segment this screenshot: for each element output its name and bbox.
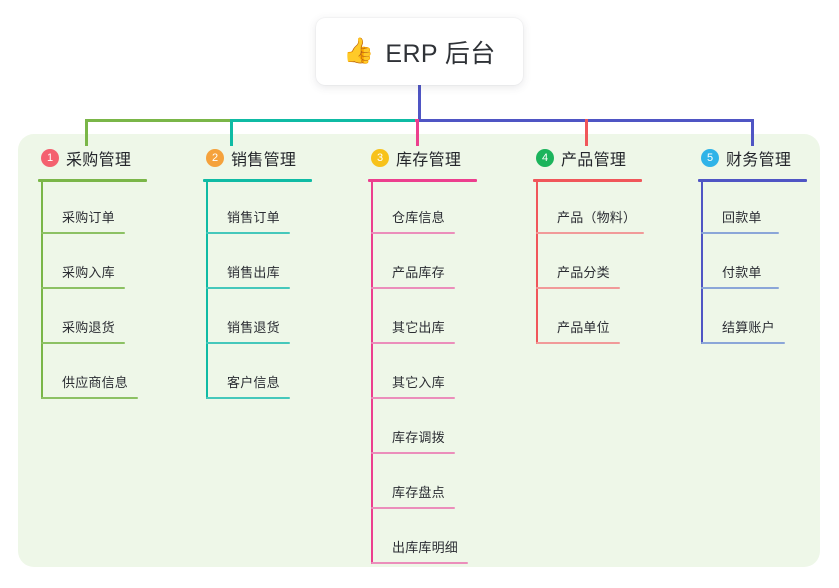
- leaf-item-rule: [371, 507, 455, 509]
- leaf-item-rule: [41, 232, 125, 234]
- branch-index-badge: 2: [206, 149, 224, 167]
- branch-index-badge: 4: [536, 149, 554, 167]
- leaf-item-rule: [371, 232, 455, 234]
- root-node-card[interactable]: 👍 ERP 后台: [316, 18, 523, 85]
- branch-header-rule: [698, 179, 807, 182]
- leaf-item-label: 采购入库: [62, 265, 115, 280]
- branch-header-inventory[interactable]: 3 库存管理: [368, 146, 461, 170]
- leaf-item[interactable]: 付款单: [701, 261, 799, 289]
- branch-header-finance[interactable]: 5 财务管理: [698, 146, 791, 170]
- branch-header-rule: [38, 179, 147, 182]
- leaf-item[interactable]: 销售订单: [206, 206, 310, 234]
- diagram-background-panel: [18, 134, 820, 567]
- thumbs-up-icon: 👍: [343, 37, 375, 65]
- leaf-item-rule: [536, 287, 620, 289]
- leaf-item-rule: [206, 397, 290, 399]
- leaf-item-rule: [701, 232, 779, 234]
- branch-title: 销售管理: [231, 152, 297, 169]
- leaf-item-rule: [206, 232, 290, 234]
- leaf-item[interactable]: 采购退货: [41, 316, 145, 344]
- branch-trunk-line: [536, 179, 538, 344]
- leaf-item[interactable]: 销售退货: [206, 316, 310, 344]
- leaf-item[interactable]: 结算账户: [701, 316, 805, 344]
- branch-index-badge: 1: [41, 149, 59, 167]
- branch-header-rule: [368, 179, 477, 182]
- branch-title: 库存管理: [396, 152, 462, 169]
- leaf-item[interactable]: 销售出库: [206, 261, 310, 289]
- leaf-item[interactable]: 产品单位: [536, 316, 640, 344]
- leaf-item-label: 仓库信息: [392, 210, 445, 225]
- branch-column-product: 4 产品管理产品（物料） 产品分类产品单位: [533, 146, 644, 344]
- branch-header-rule: [533, 179, 642, 182]
- leaf-item-label: 产品（物料）: [557, 210, 637, 225]
- leaf-item-rule: [206, 287, 290, 289]
- leaf-item-rule: [536, 342, 620, 344]
- branch-trunk-line: [371, 179, 373, 564]
- leaf-item[interactable]: 库存调拨: [371, 426, 475, 454]
- leaf-item[interactable]: 采购订单: [41, 206, 145, 234]
- branch-header-rule: [203, 179, 312, 182]
- leaf-item-rule: [206, 342, 290, 344]
- branch-title: 采购管理: [66, 152, 132, 169]
- branch-column-purchase: 1 采购管理采购订单采购入库采购退货供应商信息: [38, 146, 147, 399]
- branch-index-badge: 5: [701, 149, 719, 167]
- leaf-item[interactable]: 回款单: [701, 206, 799, 234]
- leaf-item[interactable]: 产品分类: [536, 261, 640, 289]
- branch-column-sales: 2 销售管理销售订单销售出库销售退货客户信息: [203, 146, 312, 399]
- leaf-item-rule: [371, 562, 468, 564]
- leaf-item[interactable]: 仓库信息: [371, 206, 475, 234]
- leaf-item[interactable]: 其它出库: [371, 316, 475, 344]
- leaf-item-label: 产品单位: [557, 320, 610, 335]
- branch-trunk-line: [701, 179, 703, 344]
- leaf-item-label: 销售订单: [227, 210, 280, 225]
- branch-title: 产品管理: [561, 152, 627, 169]
- branch-trunk-line: [41, 179, 43, 399]
- leaf-item[interactable]: 产品库存: [371, 261, 475, 289]
- leaf-item-label: 其它出库: [392, 320, 445, 335]
- leaf-item[interactable]: 供应商信息: [41, 371, 158, 399]
- leaf-item-label: 采购退货: [62, 320, 115, 335]
- leaf-item-label: 出库库明细: [392, 540, 459, 555]
- leaf-item-rule: [41, 287, 125, 289]
- leaf-item-label: 库存调拨: [392, 430, 445, 445]
- leaf-item-rule: [536, 232, 644, 234]
- leaf-item[interactable]: 产品（物料）: [536, 206, 664, 234]
- leaf-item-label: 销售出库: [227, 265, 280, 280]
- leaf-item-label: 采购订单: [62, 210, 115, 225]
- leaf-item[interactable]: 客户信息: [206, 371, 310, 399]
- leaf-item-rule: [371, 452, 455, 454]
- leaf-item-rule: [41, 342, 125, 344]
- branch-header-product[interactable]: 4 产品管理: [533, 146, 626, 170]
- leaf-item[interactable]: 出库库明细: [371, 536, 488, 564]
- leaf-item[interactable]: 库存盘点: [371, 481, 475, 509]
- branch-column-finance: 5 财务管理回款单付款单结算账户: [698, 146, 807, 344]
- leaf-item-rule: [701, 287, 779, 289]
- branch-index-badge: 3: [371, 149, 389, 167]
- root-node-title: ERP 后台: [385, 39, 496, 68]
- leaf-item-rule: [371, 397, 455, 399]
- leaf-item-rule: [41, 397, 138, 399]
- leaf-item-label: 供应商信息: [62, 375, 129, 390]
- leaf-item-label: 结算账户: [722, 320, 775, 335]
- branch-header-sales[interactable]: 2 销售管理: [203, 146, 296, 170]
- leaf-item[interactable]: 采购入库: [41, 261, 145, 289]
- leaf-item[interactable]: 其它入库: [371, 371, 475, 399]
- branch-header-purchase[interactable]: 1 采购管理: [38, 146, 131, 170]
- leaf-item-label: 付款单: [722, 265, 762, 280]
- leaf-item-label: 客户信息: [227, 375, 280, 390]
- root-node-content: 👍 ERP 后台: [343, 34, 495, 70]
- leaf-item-label: 产品分类: [557, 265, 610, 280]
- leaf-item-rule: [371, 342, 455, 344]
- leaf-item-label: 销售退货: [227, 320, 280, 335]
- leaf-item-rule: [371, 287, 455, 289]
- leaf-item-label: 库存盘点: [392, 485, 445, 500]
- branch-column-inventory: 3 库存管理仓库信息产品库存其它出库其它入库库存调拨库存盘点出库库明细: [368, 146, 477, 564]
- leaf-item-label: 回款单: [722, 210, 762, 225]
- branch-title: 财务管理: [726, 152, 792, 169]
- leaf-item-rule: [701, 342, 785, 344]
- leaf-item-label: 产品库存: [392, 265, 445, 280]
- branch-trunk-line: [206, 179, 208, 399]
- leaf-item-label: 其它入库: [392, 375, 445, 390]
